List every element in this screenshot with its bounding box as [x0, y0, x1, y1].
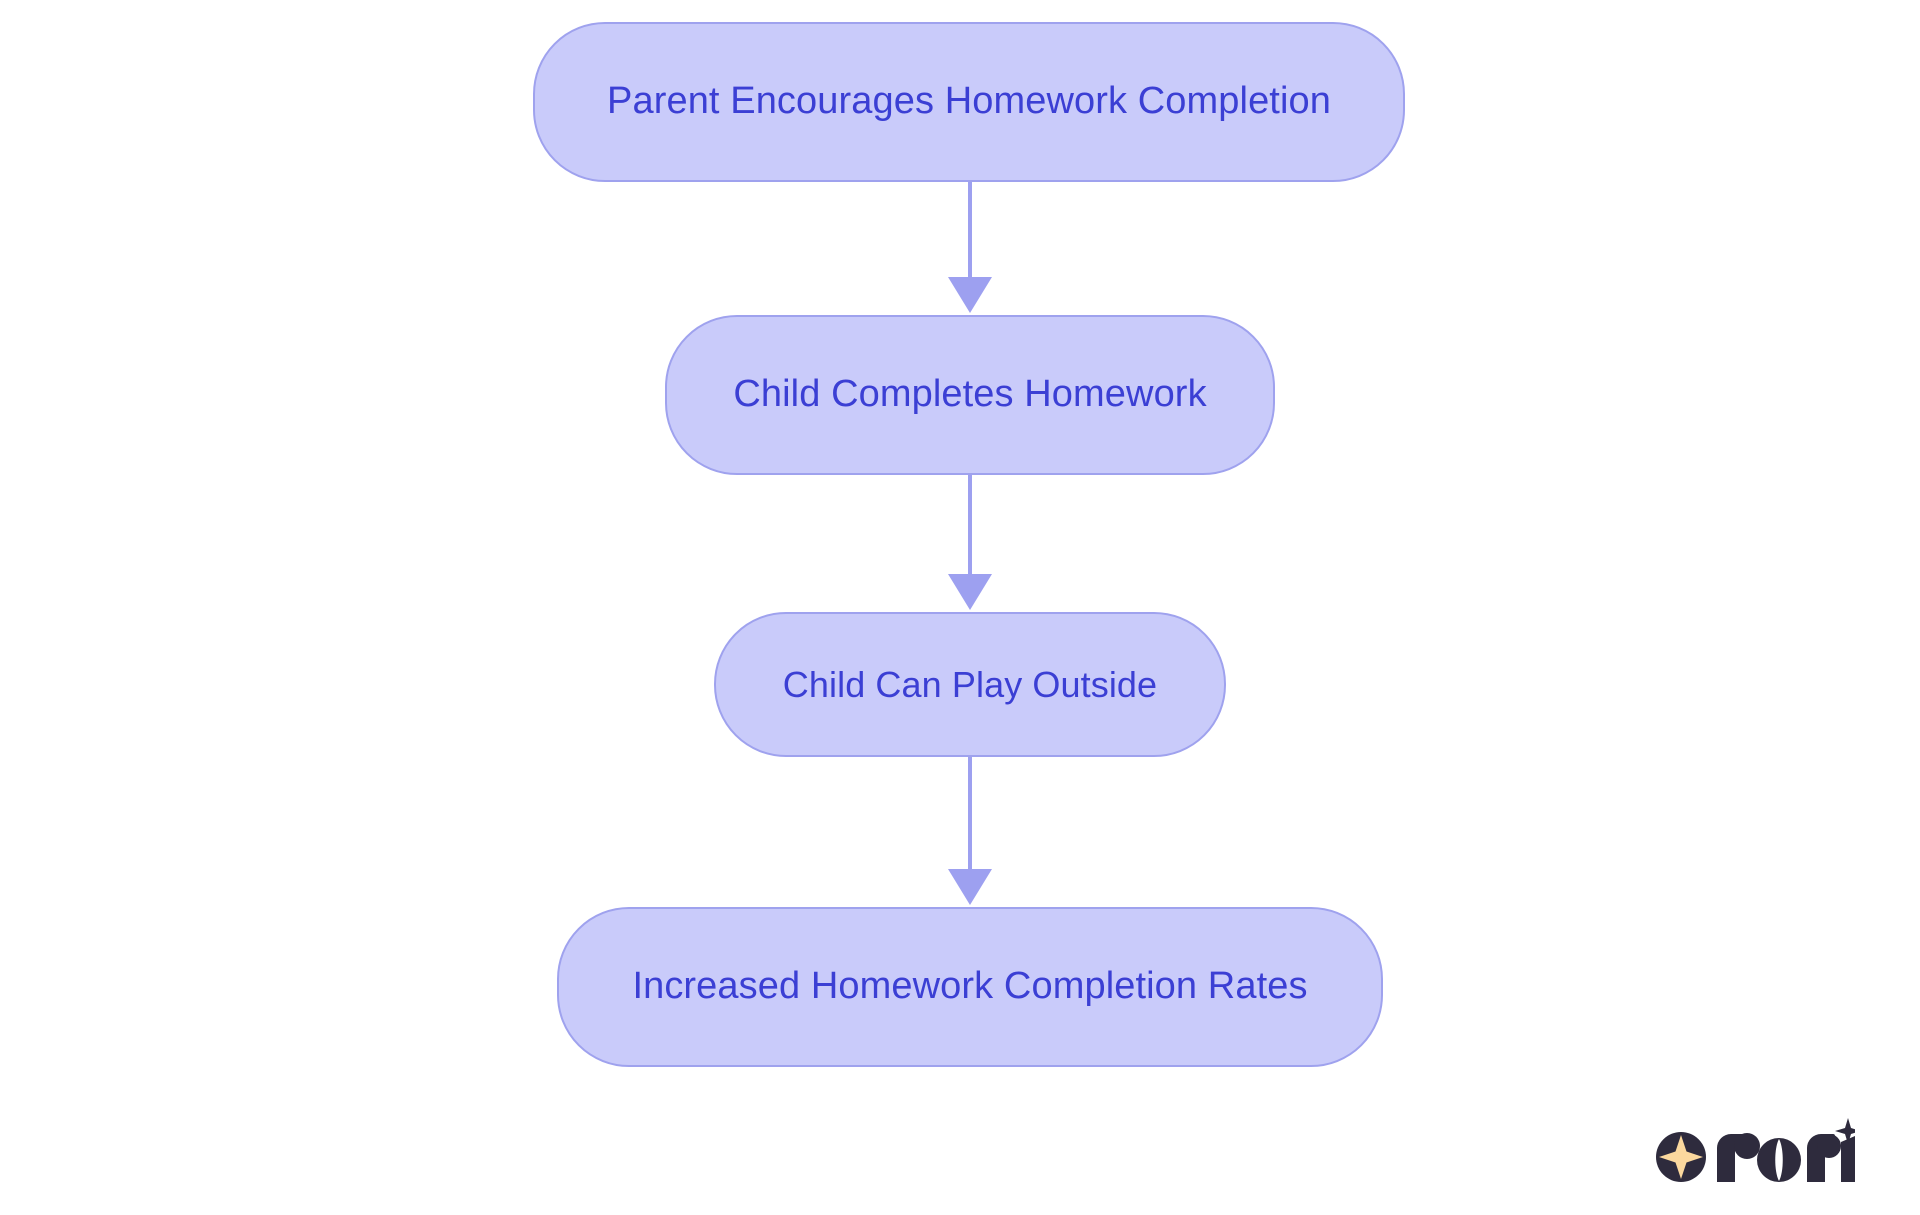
rori-logo [1656, 1118, 1855, 1182]
flow-node-label: Parent Encourages Homework Completion [607, 80, 1331, 123]
flow-node-parent-encourages-homework-completion[interactable]: Parent Encourages Homework Completion [533, 22, 1405, 182]
flow-node-child-completes-homework[interactable]: Child Completes Homework [665, 315, 1275, 475]
wordmark-letter-r1 [1717, 1133, 1760, 1182]
flow-node-increased-homework-completion-rates[interactable]: Increased Homework Completion Rates [557, 907, 1383, 1067]
flow-node-child-can-play-outside[interactable]: Child Can Play Outside [714, 612, 1226, 757]
connector-n0-n1 [948, 182, 992, 313]
wordmark-letter-o [1757, 1138, 1801, 1182]
connector-n2-n3 [948, 757, 992, 905]
flow-node-label: Child Completes Homework [733, 373, 1207, 416]
connector-n1-n2 [948, 475, 992, 610]
sparkle-icon [1835, 1118, 1855, 1144]
flow-node-label: Child Can Play Outside [782, 663, 1158, 705]
wordmark-letter-r2 [1807, 1134, 1841, 1182]
wordmark-letter-i [1841, 1136, 1855, 1182]
four-point-star-icon [1656, 1132, 1706, 1182]
flow-node-label: Increased Homework Completion Rates [632, 965, 1308, 1008]
